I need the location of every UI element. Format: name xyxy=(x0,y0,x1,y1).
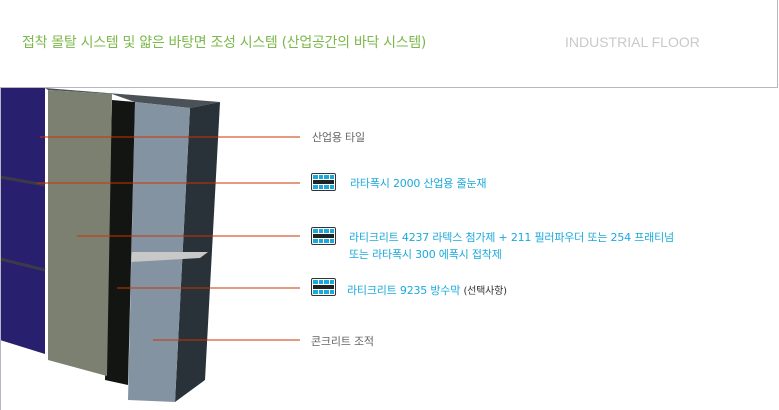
label-membrane-text: 라티크리트 9235 방수막 xyxy=(347,284,461,297)
tile-layer xyxy=(0,88,45,354)
label-adhesive-line2: 또는 라타폭시 300 에폭시 접착제 xyxy=(349,248,502,261)
label-adhesive: 라티크리트 4237 라텍스 첨가제 + 211 필러파우더 또는 254 프래… xyxy=(349,231,674,244)
laticrete-product-icon xyxy=(311,278,336,296)
label-grout: 라타폭시 2000 산업용 줄눈재 xyxy=(350,177,487,190)
page-subtitle: INDUSTRIAL FLOOR xyxy=(565,34,700,50)
label-membrane-note: (선택사항) xyxy=(463,286,507,297)
laticrete-product-icon xyxy=(311,227,336,245)
page-title: 접착 몰탈 시스템 및 얇은 바탕면 조성 시스템 (산업공간의 바닥 시스템) xyxy=(22,35,427,51)
label-membrane: 라티크리트 9235 방수막 (선택사항) xyxy=(347,282,507,298)
laticrete-product-icon xyxy=(311,173,336,191)
tile-grout-line xyxy=(0,257,46,272)
label-concrete: 콘크리트 조적 xyxy=(311,335,374,348)
wall-top-face xyxy=(45,88,220,108)
concrete-mortar-joint xyxy=(131,252,208,262)
membrane-layer xyxy=(105,100,135,385)
tile-grout-line xyxy=(0,175,46,187)
label-industrial-tile: 산업용 타일 xyxy=(312,131,365,144)
mortar-layer xyxy=(48,90,112,376)
header-box: 접착 몰탈 시스템 및 얇은 바탕면 조성 시스템 (산업공간의 바닥 시스템)… xyxy=(0,0,778,88)
